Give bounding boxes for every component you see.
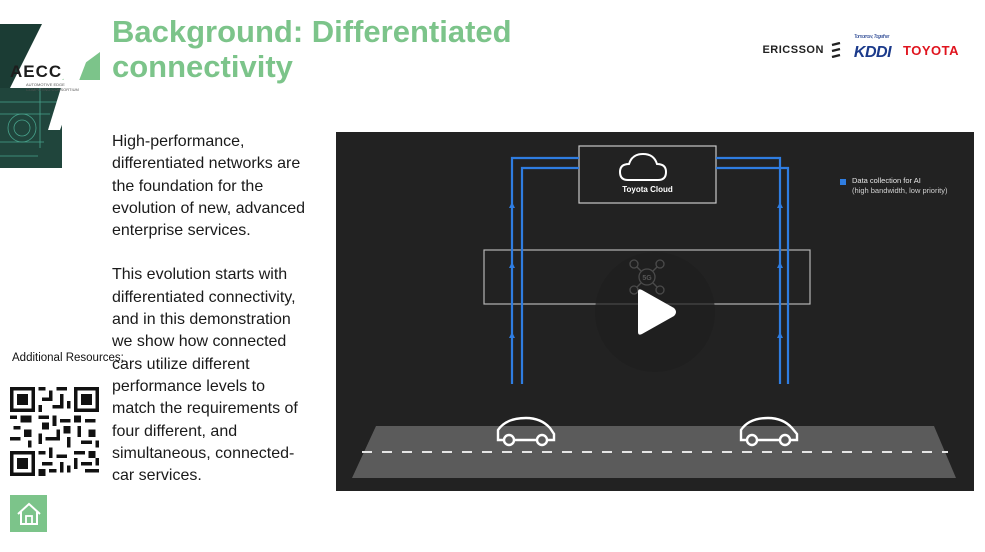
partner-logos: ERICSSON Tomorrow, Together KDDI TOYOTA xyxy=(762,34,959,62)
legend-title: Data collection for AI xyxy=(852,176,921,185)
play-icon xyxy=(638,289,676,335)
body-text: High-performance, differentiated network… xyxy=(112,131,312,487)
toyota-logo: TOYOTA xyxy=(903,42,959,58)
home-button[interactable] xyxy=(10,495,47,532)
legend-detail: (high bandwidth, low priority) xyxy=(852,186,948,195)
car-icon xyxy=(739,416,799,447)
video-player[interactable]: 5G Toyota Cloud Data collection for AI (… xyxy=(336,132,974,491)
video-legend: Data collection for AI (high bandwidth, … xyxy=(840,176,952,196)
aecc-logo-text: AECC xyxy=(10,62,63,81)
kddi-logo: Tomorrow, Together KDDI xyxy=(853,34,892,62)
ericsson-logo-text: ERICSSON xyxy=(762,44,824,56)
paragraph-intro: High-performance, differentiated network… xyxy=(112,133,306,240)
data-paths xyxy=(510,156,790,384)
data-path-arrows xyxy=(509,202,783,338)
aecc-logo: AECC AUTOMOTIVE EDGE COMPUTING CONSORTIU… xyxy=(0,18,100,173)
legend-text: Data collection for AI (high bandwidth, … xyxy=(852,176,952,196)
qr-code[interactable] xyxy=(10,387,99,476)
kddi-tagline: Tomorrow, Together xyxy=(853,34,890,40)
slide-title: Background: Differentiated connectivity xyxy=(112,14,512,84)
aecc-logo-subtitle: AUTOMOTIVE EDGE COMPUTING CONSORTIUM xyxy=(26,82,79,92)
network-diagram: 5G xyxy=(352,145,956,478)
aecc-logo-graphic xyxy=(0,24,100,168)
kddi-logo-text: KDDI xyxy=(853,44,892,61)
home-icon xyxy=(16,502,41,525)
cloud-box xyxy=(578,145,717,204)
cloud-label: Toyota Cloud xyxy=(622,185,673,194)
play-button[interactable] xyxy=(595,252,715,372)
ericsson-logo: ERICSSON xyxy=(762,42,841,58)
legend-swatch xyxy=(840,179,846,185)
paragraph-demo: This evolution starts with differentiate… xyxy=(112,266,298,485)
car-icon xyxy=(496,416,556,447)
ericsson-mark-icon xyxy=(831,42,841,58)
additional-resources-label: Additional Resources: xyxy=(12,352,124,364)
cloud-icon xyxy=(618,152,668,181)
